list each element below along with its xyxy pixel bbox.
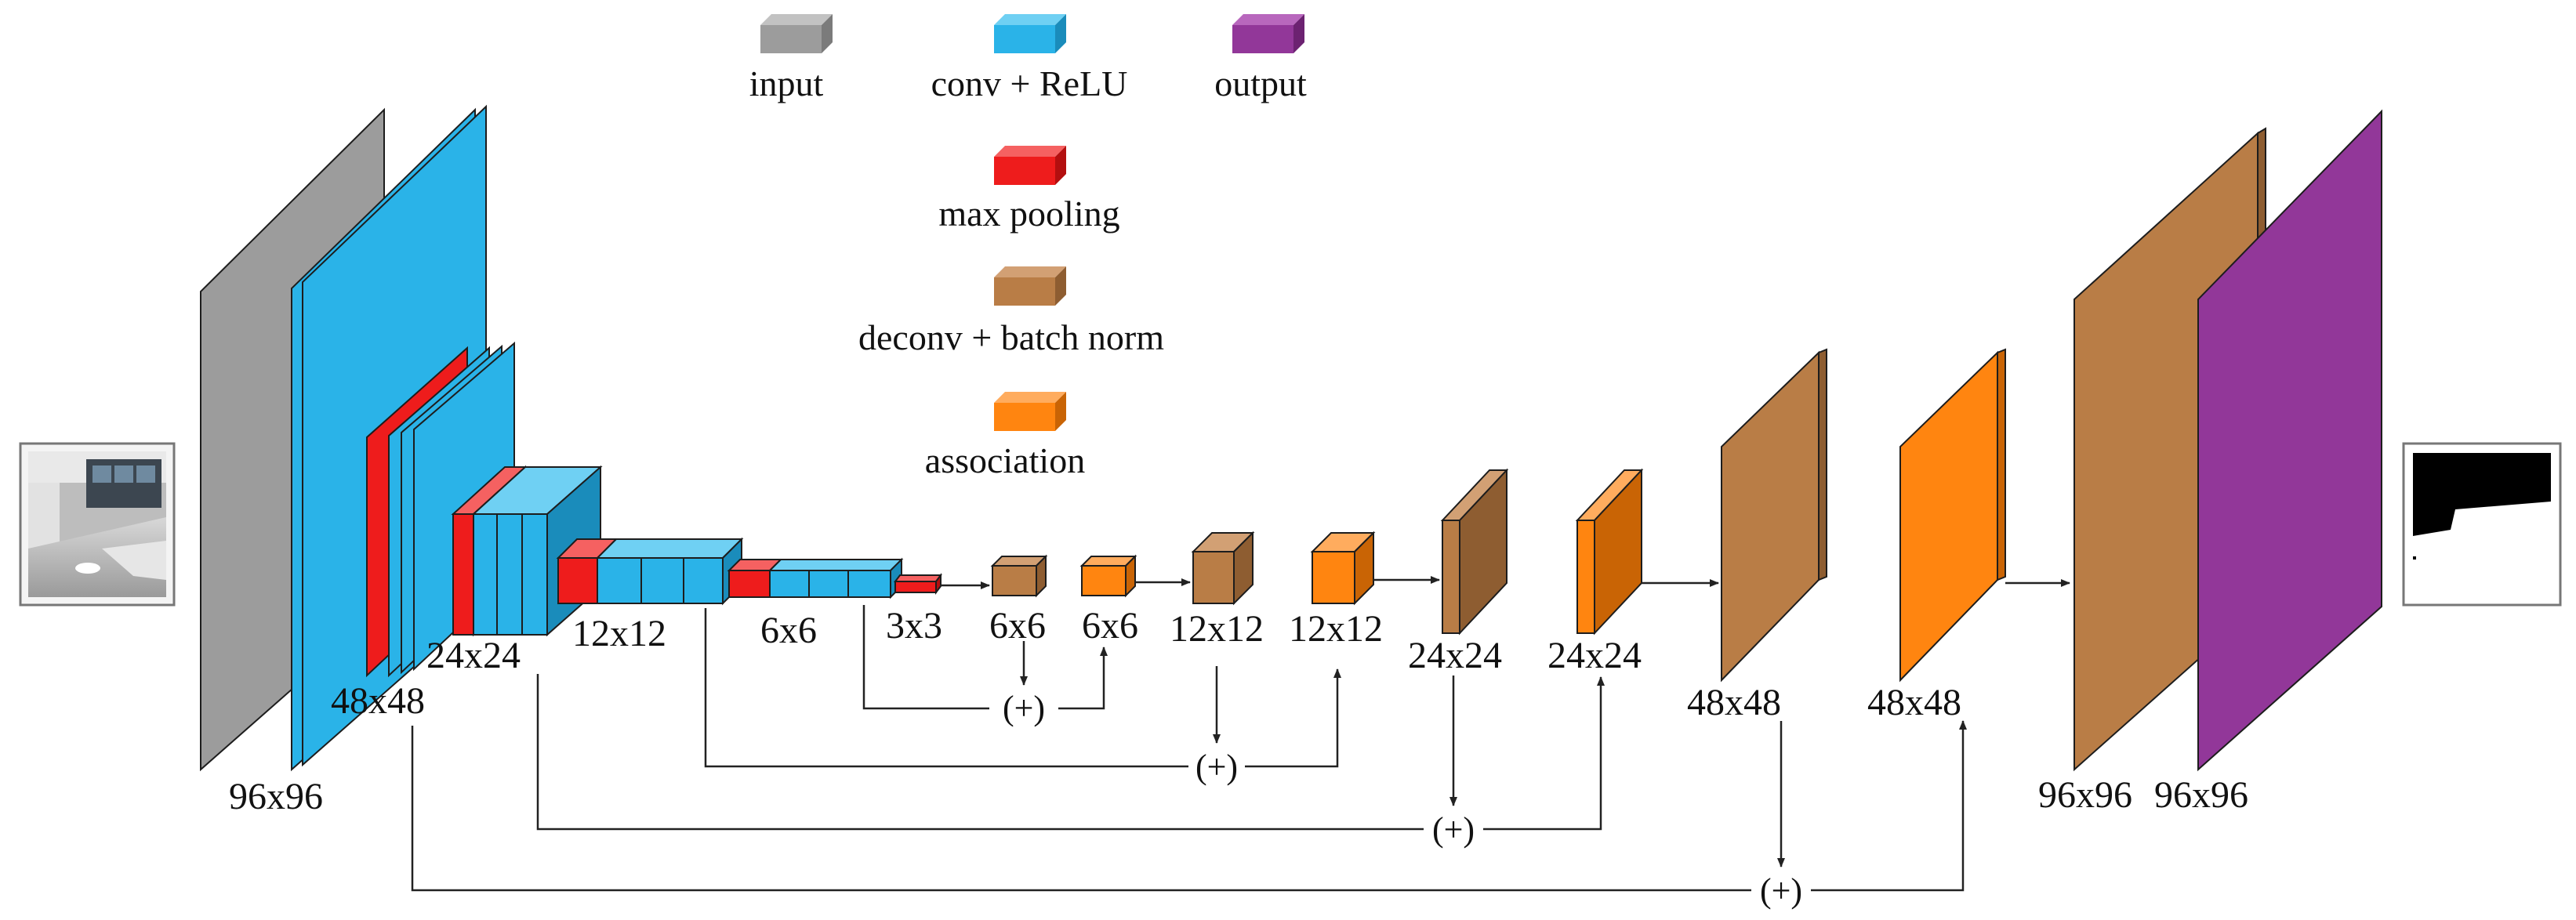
sum-node-6: (+) [1003,689,1045,727]
association-block-6 [1079,554,1137,598]
sum-node-24: (+) [1432,810,1475,849]
deconv-block-12 [1191,531,1255,606]
skip-connections [411,605,1967,892]
legend: input conv + ReLU output max pooling dec… [749,14,1307,480]
forward-arrows [941,576,2070,589]
output-mask-thumbnail [2402,442,2562,607]
size-label-deconv-6: 6x6 [989,605,1046,647]
size-label-deconv-12: 12x12 [1170,608,1264,650]
maxpool-block-12 [556,538,619,604]
legend-output-label: output [1214,63,1307,103]
legend-output-swatch [1232,14,1304,53]
sum-node-12: (+) [1195,748,1238,786]
input-image-thumbnail [19,442,176,607]
size-label-output-96: 96x96 [2154,774,2248,816]
legend-maxpool-label: max pooling [938,194,1119,234]
association-block-12 [1310,531,1376,606]
size-label-enc-12: 12x12 [572,613,666,654]
legend-conv-label: conv + ReLU [931,63,1128,103]
size-label-input-96: 96x96 [229,776,323,817]
size-label-deconv-24: 24x24 [1408,635,1502,676]
legend-maxpool-swatch [994,146,1066,185]
size-label-deconv-48: 48x48 [1687,682,1781,723]
deconv-block-48 [1721,348,1827,683]
size-label-assoc-48: 48x48 [1867,682,1961,723]
association-block-48 [1899,348,2006,683]
output-layer [2197,109,2382,772]
legend-association-label: association [925,440,1085,480]
size-label-enc-6: 6x6 [760,610,817,651]
legend-association-swatch [994,392,1066,431]
size-label-enc-24: 24x24 [426,635,521,676]
size-label-assoc-24: 24x24 [1547,635,1642,676]
conv-block-6 [767,557,904,599]
association-block-24 [1575,468,1644,636]
size-label-enc-48: 48x48 [331,680,425,722]
conv-block-12 [595,537,744,606]
size-label-deconv-96: 96x96 [2038,774,2132,816]
maxpool-block-3 [894,573,942,595]
deconv-block-6 [990,554,1048,598]
size-label-3: 3x3 [886,605,942,647]
legend-deconv-swatch [994,266,1066,306]
size-label-assoc-6: 6x6 [1082,605,1138,647]
size-label-assoc-12: 12x12 [1289,608,1383,650]
sum-node-48: (+) [1760,871,1802,910]
legend-conv-swatch [994,14,1066,53]
deconv-block-24 [1440,468,1509,636]
legend-deconv-label: deconv + batch norm [858,317,1164,357]
legend-input-swatch [760,14,833,53]
legend-input-label: input [749,63,824,103]
